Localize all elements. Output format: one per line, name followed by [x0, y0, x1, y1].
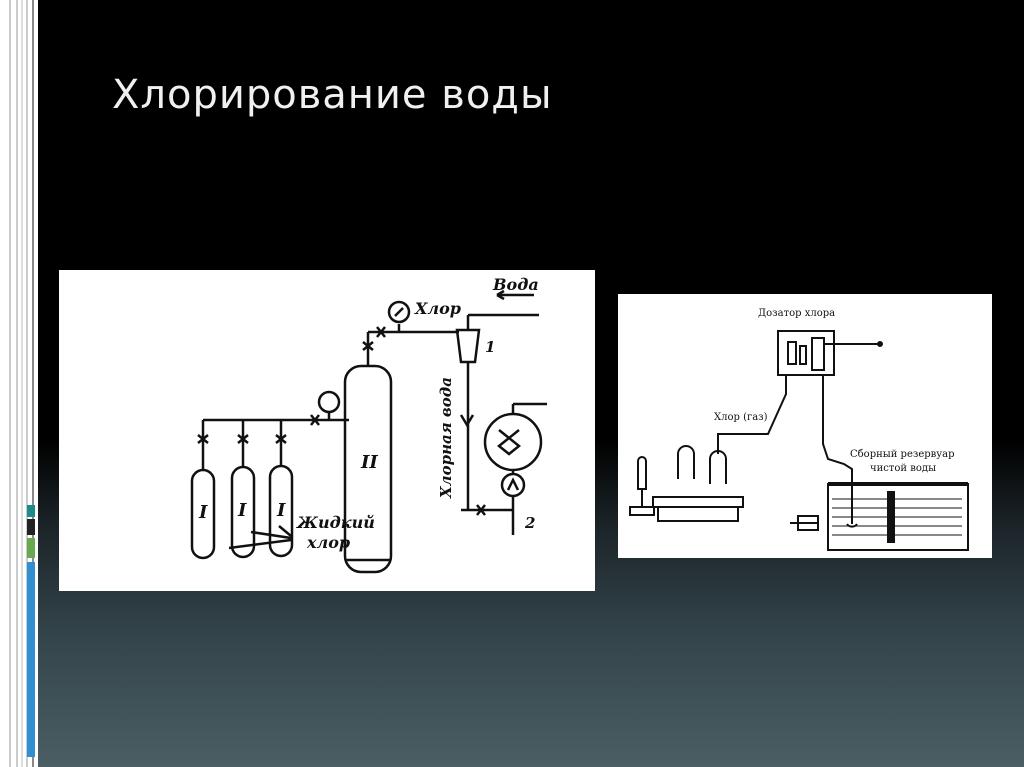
plant-drawing: Дозатор хлора Хлор (газ) Сборный резерву… — [629, 308, 969, 551]
label-dosing: Дозатор хлора — [758, 308, 835, 319]
scheme-drawing: I I I II Жидкий хлор Хлор Вода 1 2 Хлорн… — [190, 275, 547, 574]
cylinder-label-1: I — [198, 502, 208, 523]
gauge-chlorine — [387, 300, 411, 324]
label-gas: Хлор (газ) — [714, 412, 768, 423]
cylinder-label-2: I — [237, 500, 247, 521]
accent-dark-block — [27, 519, 35, 535]
accent-teal-block — [27, 505, 35, 517]
marker-1: 1 — [485, 338, 495, 356]
decorative-edge-lines — [9, 0, 35, 767]
label-liquid-chlorine-line1: Жидкий — [296, 513, 375, 532]
gauge-manifold — [317, 390, 341, 414]
slide-title: Хлорирование воды — [112, 72, 553, 118]
label-chlorinated-water: Хлорная вода — [437, 377, 455, 499]
chlorination-plant-diagram: Дозатор хлора Хлор (газ) Сборный резерву… — [618, 294, 992, 558]
accent-blue-bar — [27, 562, 35, 757]
marker-2: 2 — [524, 514, 535, 532]
cylinder-big-label: II — [360, 452, 378, 473]
cylinder-label-3: I — [276, 500, 286, 521]
label-liquid-chlorine-line2: хлор — [306, 533, 350, 552]
accent-green-block — [27, 538, 35, 558]
label-reservoir-line2: чистой воды — [870, 463, 936, 474]
label-water: Вода — [492, 275, 539, 294]
label-chlorine: Хлор — [414, 299, 461, 318]
dosing-unit — [777, 330, 835, 376]
ejector-1 — [455, 328, 481, 364]
label-reservoir-line1: Сборный резервуар — [850, 449, 955, 460]
chlorination-scheme-diagram: I I I II Жидкий хлор Хлор Вода 1 2 Хлорн… — [59, 270, 595, 591]
chlorine-pipe — [822, 375, 853, 524]
